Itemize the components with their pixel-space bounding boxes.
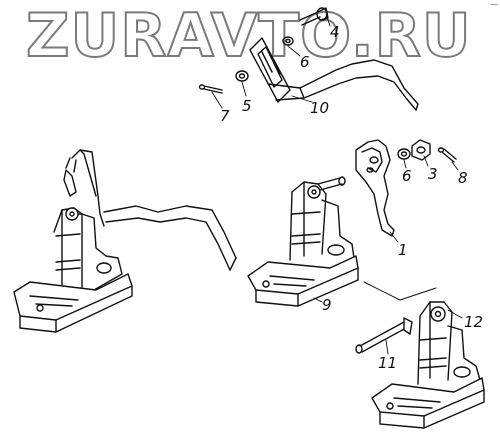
callout-6-top: 6 <box>300 53 310 71</box>
callout-1: 1 <box>398 241 408 259</box>
bracket-part-12 <box>356 302 484 428</box>
exploded-view-guide-lines <box>364 282 436 300</box>
callout-4: 4 <box>330 23 340 41</box>
callout-8: 8 <box>458 169 468 187</box>
callout-3: 3 <box>428 165 438 183</box>
callout-leader-lines <box>212 14 462 354</box>
lever-part-1 <box>356 140 456 236</box>
assembled-bracket-left <box>14 150 236 332</box>
callout-10: 10 <box>310 99 330 117</box>
watermark-text: ZURAVTO.RU <box>25 1 472 71</box>
callout-7: 7 <box>220 107 230 125</box>
pedal-lever-assembly-top <box>200 8 419 110</box>
bracket-part-9 <box>248 177 358 306</box>
callout-6-right: 6 <box>402 167 412 185</box>
callout-12: 12 <box>464 313 484 331</box>
callout-11: 11 <box>378 354 398 372</box>
callout-5: 5 <box>242 97 252 115</box>
corner-mark: — <box>490 0 498 9</box>
callout-9: 9 <box>322 296 332 314</box>
